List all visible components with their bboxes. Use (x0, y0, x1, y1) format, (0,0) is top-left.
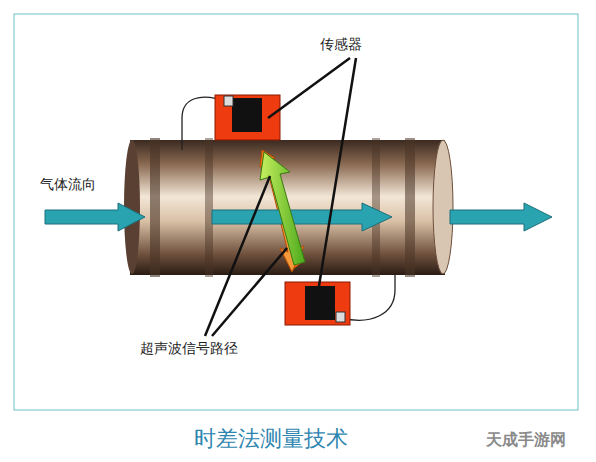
pipe-flange (372, 138, 380, 277)
flow-arrow (45, 203, 145, 231)
pipe-body (130, 140, 445, 275)
frame (14, 14, 578, 410)
signal-arrow (260, 152, 305, 265)
sensor-core (232, 98, 262, 132)
sensor-plug (224, 96, 233, 106)
callout-label: 超声波信号路径 (140, 340, 238, 358)
sensor-core (305, 286, 335, 320)
flow-label: 气体流向 (40, 176, 96, 194)
watermark: 天成手游网 (486, 430, 566, 451)
leader-line (318, 58, 356, 292)
pipe-flange (405, 138, 415, 277)
leader-line (205, 176, 270, 336)
pipe-flange (150, 138, 160, 277)
pipe-end (433, 140, 453, 274)
leader-line (268, 58, 350, 118)
flow-arrow (212, 203, 392, 231)
sensor-plug (336, 312, 345, 322)
callout-label: 传感器 (320, 36, 362, 54)
pipe-flange (205, 138, 213, 277)
caption: 时差法测量技术 (194, 424, 348, 454)
flow-arrow (450, 203, 552, 231)
leader-line (212, 248, 287, 336)
